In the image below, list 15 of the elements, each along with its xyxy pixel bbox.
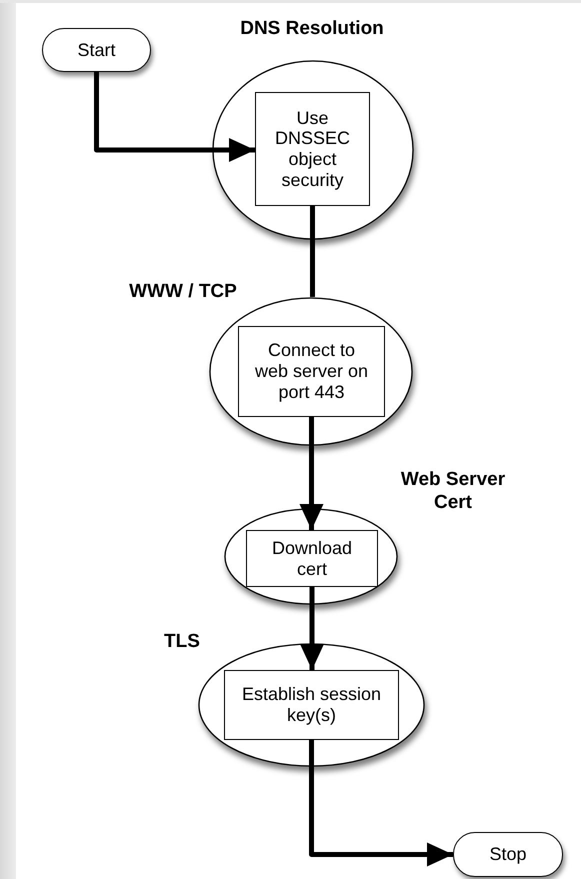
stage-heading: DNS Resolution xyxy=(240,18,384,41)
process-box: Connect to web server on port 443 xyxy=(238,326,385,417)
stage-heading: TLS xyxy=(164,631,200,654)
process-box: Establish session key(s) xyxy=(224,670,399,740)
terminal-box: Stop xyxy=(453,832,563,877)
arrow xyxy=(300,587,324,670)
connector-line xyxy=(310,206,315,297)
process-box: Download cert xyxy=(246,530,378,587)
terminal-box: Start xyxy=(42,28,151,72)
stage-heading: Web Server Cert xyxy=(400,469,506,515)
arrow xyxy=(300,417,324,530)
process-box: Use DNSSEC object security xyxy=(255,92,370,206)
arrow xyxy=(94,72,255,162)
arrow xyxy=(309,740,453,866)
stage-heading: WWW / TCP xyxy=(129,281,237,304)
